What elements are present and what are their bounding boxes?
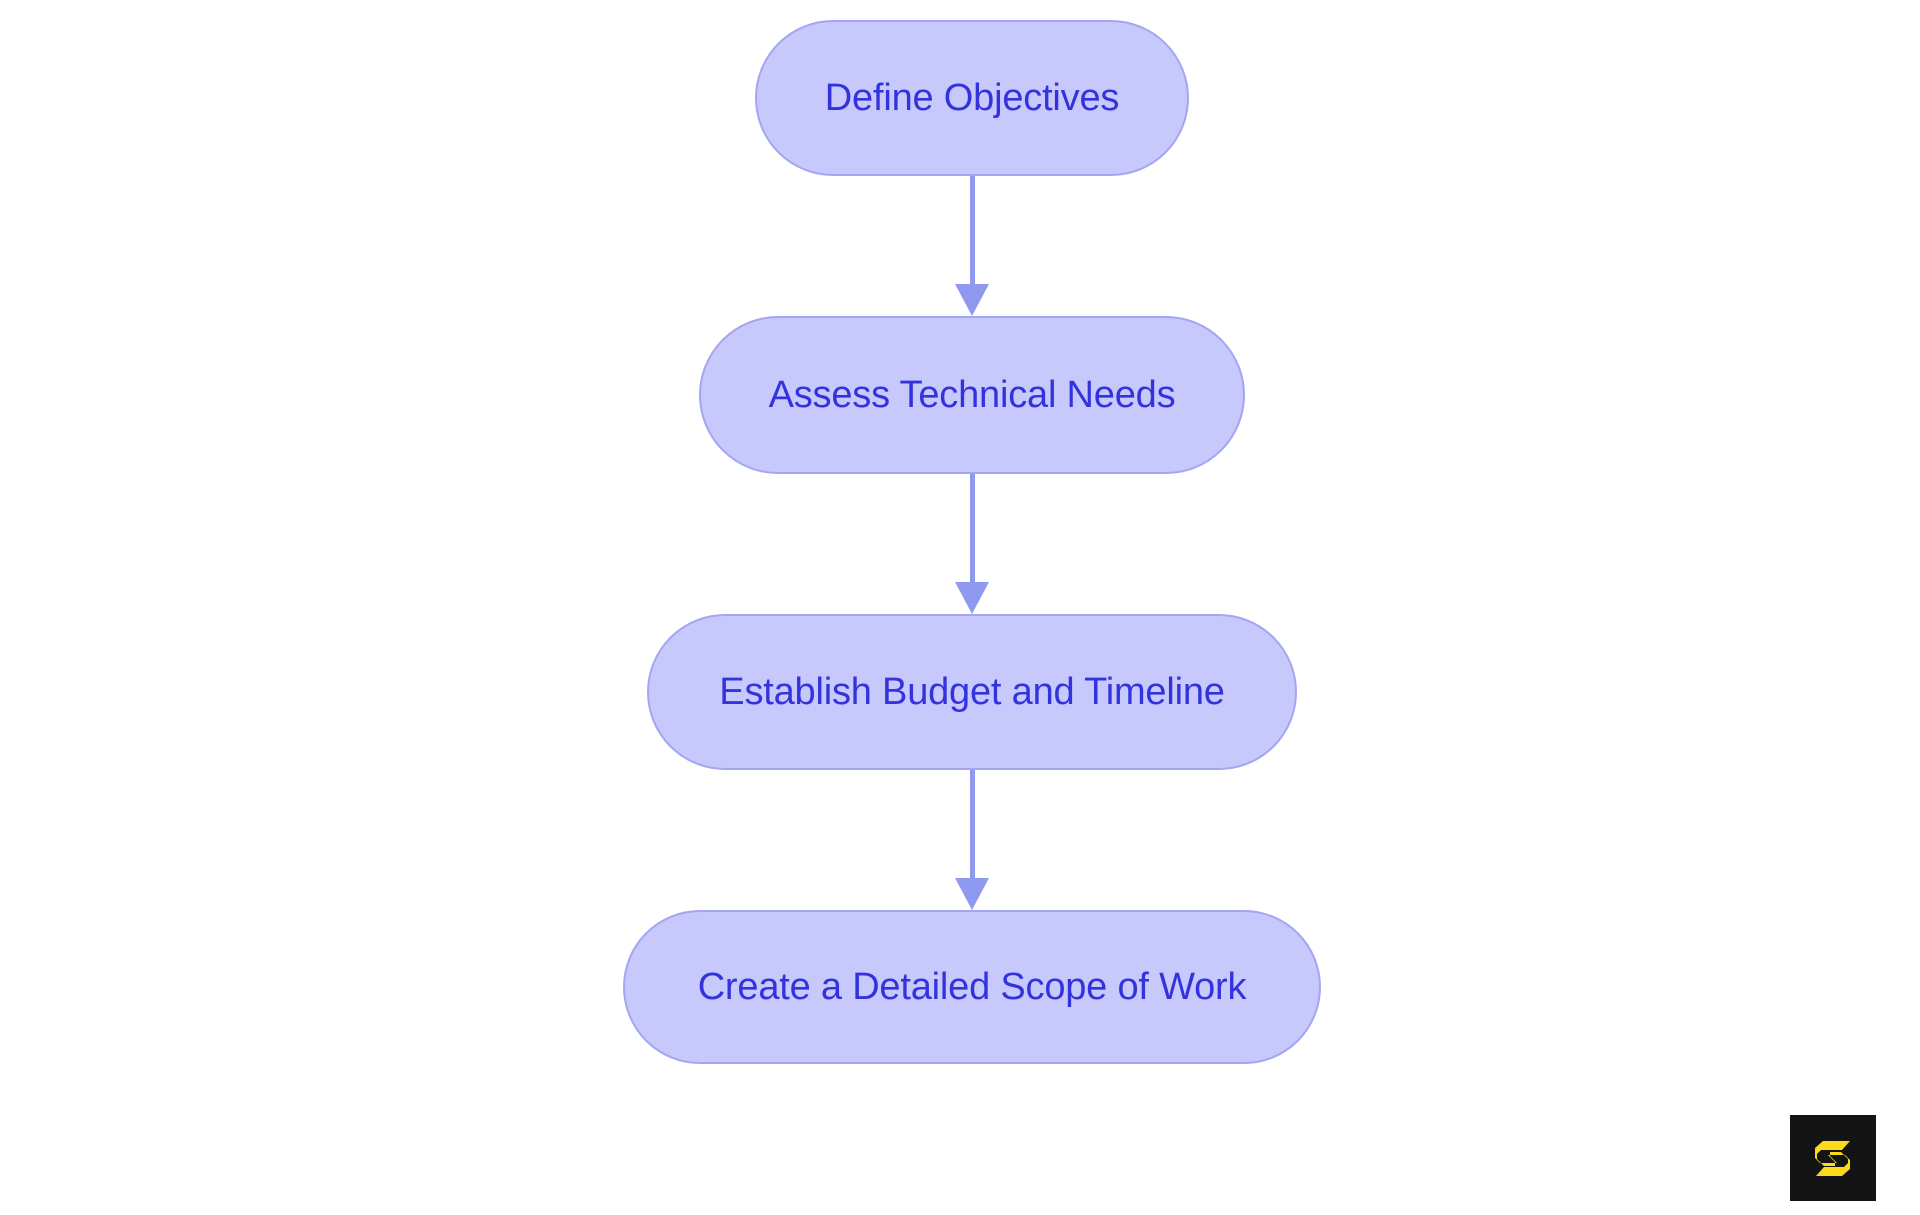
scribe-logo-icon[interactable] xyxy=(1790,1115,1876,1201)
flow-node-assess-technical-needs[interactable]: Assess Technical Needs xyxy=(699,316,1245,474)
flow-node-label: Define Objectives xyxy=(824,77,1120,119)
flow-node-define-objectives[interactable]: Define Objectives xyxy=(755,20,1189,176)
flow-arrow-2 xyxy=(955,474,989,614)
flow-node-label: Establish Budget and Timeline xyxy=(719,671,1225,713)
flow-node-label: Create a Detailed Scope of Work xyxy=(697,966,1247,1008)
arrow-shaft xyxy=(969,770,975,879)
arrow-head-down-icon xyxy=(955,582,989,614)
arrow-shaft xyxy=(969,176,975,285)
flow-arrow-3 xyxy=(955,770,989,910)
flow-node-create-a-detailed-scope-of-work[interactable]: Create a Detailed Scope of Work xyxy=(623,910,1321,1064)
flow-node-establish-budget-and-timeline[interactable]: Establish Budget and Timeline xyxy=(647,614,1297,770)
arrow-head-down-icon xyxy=(955,878,989,910)
flowchart: Define Objectives Assess Technical Needs… xyxy=(623,20,1321,1064)
flow-node-label: Assess Technical Needs xyxy=(768,374,1176,416)
flow-arrow-1 xyxy=(955,176,989,316)
arrow-shaft xyxy=(969,474,975,583)
arrow-head-down-icon xyxy=(955,284,989,316)
